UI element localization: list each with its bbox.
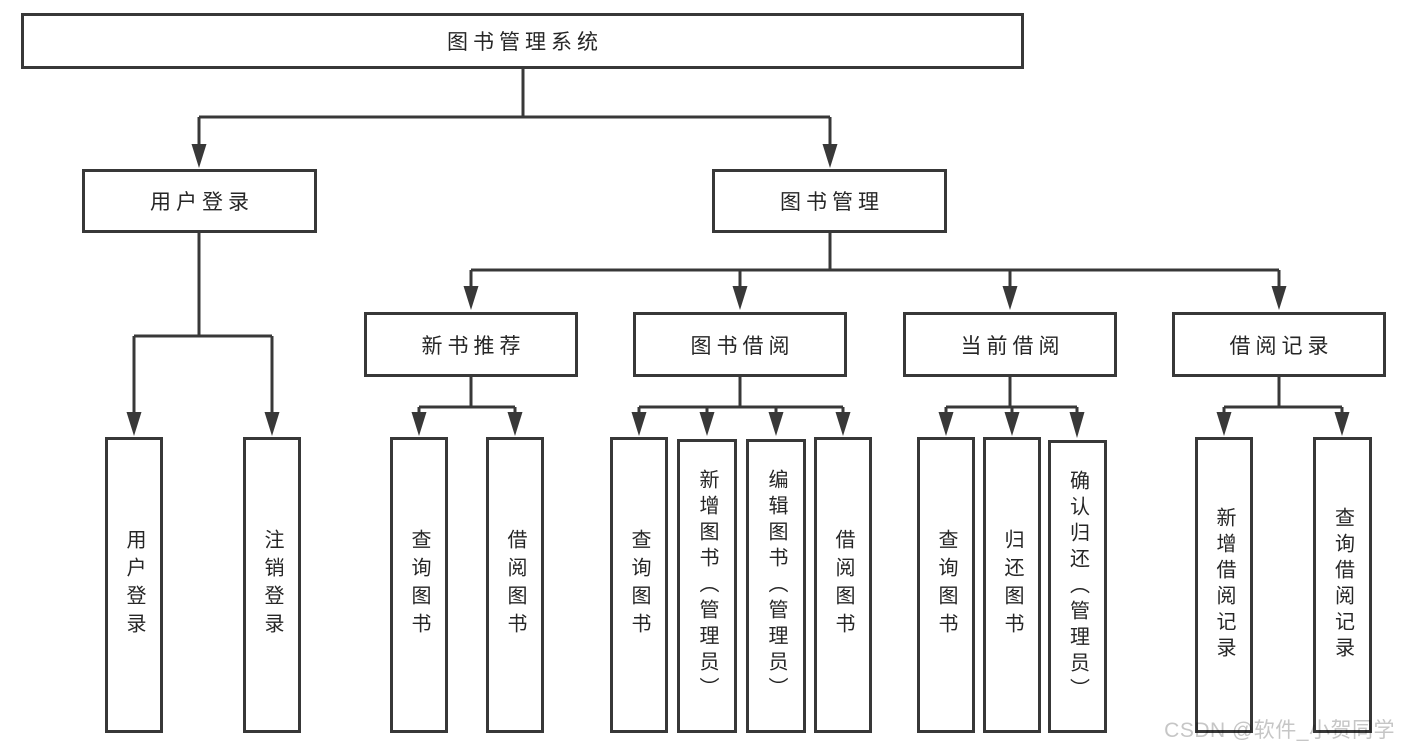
leaf-borrow-books-borrowing: 借阅图书: [814, 437, 872, 733]
node-book-management-system: 图书管理系统: [21, 13, 1024, 69]
leaf-confirm-return-admin: 确认归还（管理员）: [1048, 440, 1107, 733]
leaf-query-books-recommend: 查询图书: [390, 437, 448, 733]
node-current-borrowing: 当前借阅: [903, 312, 1117, 377]
node-book-borrowing: 图书借阅: [633, 312, 847, 377]
leaf-edit-books-admin: 编辑图书（管理员）: [746, 439, 806, 733]
leaf-query-books-borrowing: 查询图书: [610, 437, 668, 733]
watermark: CSDN @软件_小贺同学: [1164, 719, 1395, 742]
leaf-borrow-books-recommend: 借阅图书: [486, 437, 544, 733]
node-new-book-recommend: 新书推荐: [364, 312, 578, 377]
node-borrowing-records: 借阅记录: [1172, 312, 1386, 377]
leaf-return-books: 归还图书: [983, 437, 1041, 733]
leaf-add-books-admin: 新增图书（管理员）: [677, 439, 737, 733]
leaf-logout: 注销登录: [243, 437, 301, 733]
leaf-add-borrow-record: 新增借阅记录: [1195, 437, 1253, 733]
leaf-query-books-current: 查询图书: [917, 437, 975, 733]
node-book-management-branch: 图书管理: [712, 169, 947, 233]
leaf-query-borrow-record: 查询借阅记录: [1313, 437, 1372, 733]
leaf-user-login: 用户登录: [105, 437, 163, 733]
node-user-login-branch: 用户登录: [82, 169, 317, 233]
